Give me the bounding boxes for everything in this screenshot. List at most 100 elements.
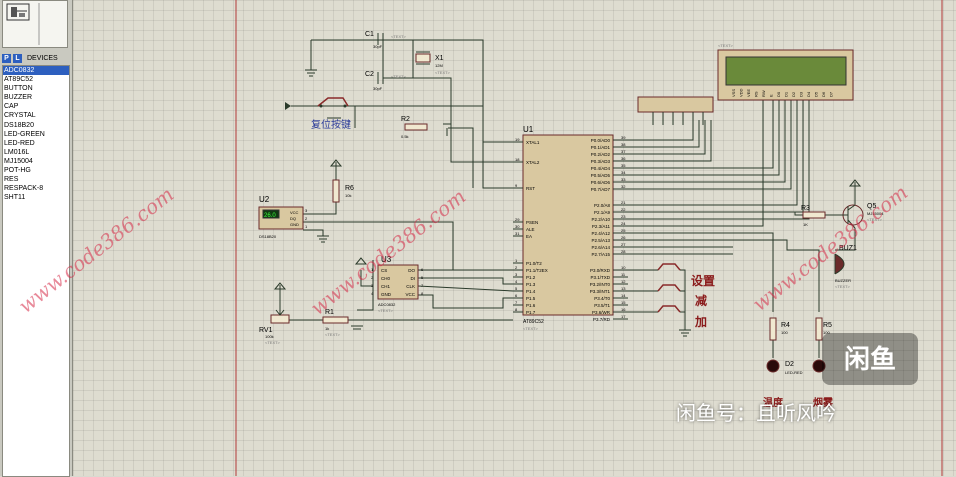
device-item[interactable]: CAP [4, 103, 19, 111]
q5-transistor: Q5 MJ15004 <TEXT> [841, 203, 884, 229]
u3-pin-name: CS [381, 268, 387, 273]
u1-pin-num: 11 [621, 272, 626, 277]
u1-pin-num: 5 [515, 286, 518, 291]
library-button[interactable]: L [13, 53, 22, 63]
overview-window[interactable] [2, 0, 68, 48]
u1-pin-name: P3.7/RD [593, 317, 611, 322]
led-label-temp: 温度 [763, 396, 784, 409]
u1-pin-num: 15 [621, 300, 626, 305]
u1-pin-name: P3.4/T0 [594, 296, 610, 301]
u1-pin-name: P0.0/AD0 [591, 138, 611, 143]
u3-pin-name: CLK [406, 284, 415, 289]
u3-pin-name: CH1 [381, 284, 390, 289]
device-item[interactable]: ADC0832 [3, 66, 69, 76]
d2-ref: D2 [785, 361, 794, 368]
button-label-set: 设置 [691, 273, 715, 288]
rv1-value: 100k [265, 334, 274, 339]
u1-pin-num: 19 [515, 137, 520, 142]
q5-part: MJ15004 [867, 211, 884, 216]
button-label-down: 减 [695, 293, 707, 308]
u1-pin-num: 22 [621, 207, 626, 212]
u1-pin-num: 12 [621, 279, 626, 284]
lcd-pin-label: D1 [784, 91, 789, 97]
u2-pin-num-1: 1 [305, 224, 308, 229]
u1-pin-num: 21 [621, 200, 626, 205]
u2-display: 26.0 [264, 213, 276, 219]
c2-text: <TEXT> [391, 74, 407, 79]
u1-pin-name: P0.6/AD6 [591, 180, 611, 185]
buz1-buzzer: BUZ1 BUZZER <TEXT> [834, 245, 857, 289]
u2-pin-num-3: 3 [305, 208, 308, 213]
u3-pin-num: 1 [371, 267, 374, 272]
device-item[interactable]: CRYSTAL [4, 112, 36, 120]
r2-ref: R2 [401, 116, 410, 123]
d2-part: LED-RED [785, 370, 803, 375]
u1-pin-name: P1.4 [526, 289, 536, 294]
lcd-pin-label: RS [754, 91, 759, 97]
device-item[interactable]: MJ15004 [4, 157, 33, 165]
lcd-pin-label: E [769, 94, 774, 97]
r1-ref: R1 [325, 309, 334, 316]
lcd-pin-label: D2 [791, 91, 796, 97]
u1-pin-num: 38 [621, 142, 626, 147]
u1-pin-num: 8 [515, 307, 518, 312]
device-item[interactable]: RES [4, 176, 19, 184]
device-item[interactable]: AT89C52 [4, 76, 34, 84]
u1-pin-num: 18 [515, 157, 520, 162]
r6-resistor: R6 10k [332, 179, 354, 203]
x1-value: 12M [435, 63, 443, 68]
u1-pin-num: 36 [621, 156, 626, 161]
u1-pin-num: 3 [515, 272, 518, 277]
lcd-pin-label: D7 [829, 91, 834, 97]
device-item[interactable]: LM016L [4, 148, 30, 156]
lcd-text: <TEXT> [718, 43, 734, 48]
respack-8 [637, 96, 714, 125]
c1-text: <TEXT> [391, 34, 407, 39]
device-item[interactable]: SHT11 [4, 194, 26, 202]
u3-pin-num: 8 [421, 291, 424, 296]
xianyu-caption: 闲鱼号：且听风吟 [676, 403, 836, 425]
r5-value: 100 [823, 330, 830, 335]
reset-arrow [285, 102, 291, 110]
u1-pin-name: P3.5/T1 [594, 303, 610, 308]
power-arrow-rv1 [273, 282, 287, 290]
device-item[interactable]: POT-HG [4, 167, 31, 175]
device-item[interactable]: BUZZER [4, 94, 32, 102]
user-buttons: 设置 减 加 [657, 263, 715, 329]
device-item[interactable]: RESPACK-8 [4, 185, 44, 193]
u1-body [522, 134, 614, 316]
u1-pin-name: P3.2/INT0 [590, 282, 611, 287]
u1-pin-num: 35 [621, 163, 626, 168]
u2-pin-vcc: VCC [290, 210, 299, 215]
buz1-ref: BUZ1 [839, 245, 857, 252]
u3-pin-num: 3 [371, 283, 374, 288]
led-label-smoke: 烟雾 [813, 396, 834, 409]
q5-ref: Q5 [867, 203, 876, 210]
rv1-ref: RV1 [259, 327, 273, 334]
overview-thumbnail [6, 3, 40, 45]
x1-text: <TEXT> [435, 70, 451, 75]
u1-pin-name: P3.1/TXD [590, 275, 610, 280]
power-arrow-q5 [848, 179, 862, 187]
r3-ref: R3 [801, 205, 810, 212]
device-item[interactable]: BUTTON [4, 85, 33, 93]
device-item[interactable]: LED-GREEN [4, 130, 45, 138]
u1-pin-num: 4 [515, 279, 518, 284]
c2-value: 30pF [373, 86, 383, 91]
lcd-pin-label: D0 [776, 91, 781, 97]
u2-pin-num-2: 2 [305, 216, 308, 221]
c2-ref: C2 [365, 71, 374, 78]
r1-value: 1k [325, 326, 329, 331]
u3-pin-name: CH0 [381, 276, 390, 281]
pick-device-button[interactable]: P [2, 53, 11, 63]
u1-pin-name: P0.3/AD3 [591, 159, 611, 164]
u1-pin-name: P2.0/A8 [594, 203, 611, 208]
r4-ref: R4 [781, 322, 790, 329]
schematic-drawing: U1 AT89C52 <TEXT> XTAL119XTAL218RST9PSEN… [235, 0, 943, 476]
device-item[interactable]: LED-RED [4, 139, 35, 147]
device-item[interactable]: DS18B20 [4, 121, 34, 129]
